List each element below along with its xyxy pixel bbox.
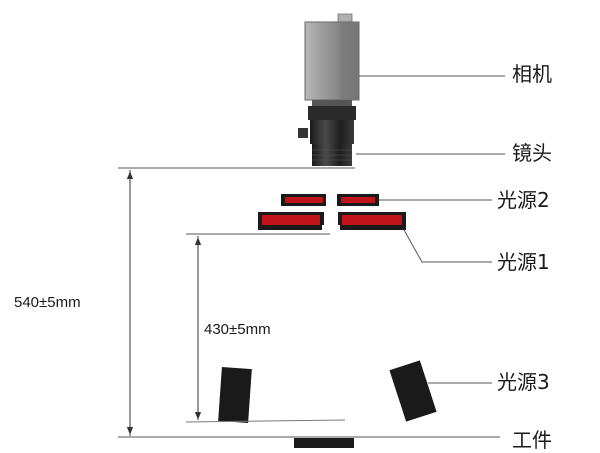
lens [298,106,356,166]
camera [304,13,360,106]
workpiece [294,438,354,448]
light-source-1-label: 光源1 [497,250,550,274]
dimension-430-label: 430±5mm [202,321,273,338]
light-source-2 [281,194,379,206]
workpiece-label: 工件 [512,428,552,452]
light-source-1-leader-line [403,229,492,263]
light-source-2-label: 光源2 [497,188,550,212]
light-3-base-line [185,419,346,423]
lens-label: 镜头 [512,141,552,165]
dimension-540-label: 540±5mm [12,294,83,311]
light-source-3 [218,360,437,423]
light-source-3-label: 光源3 [497,370,550,394]
light-source-1 [258,212,406,230]
camera-label: 相机 [512,62,552,86]
